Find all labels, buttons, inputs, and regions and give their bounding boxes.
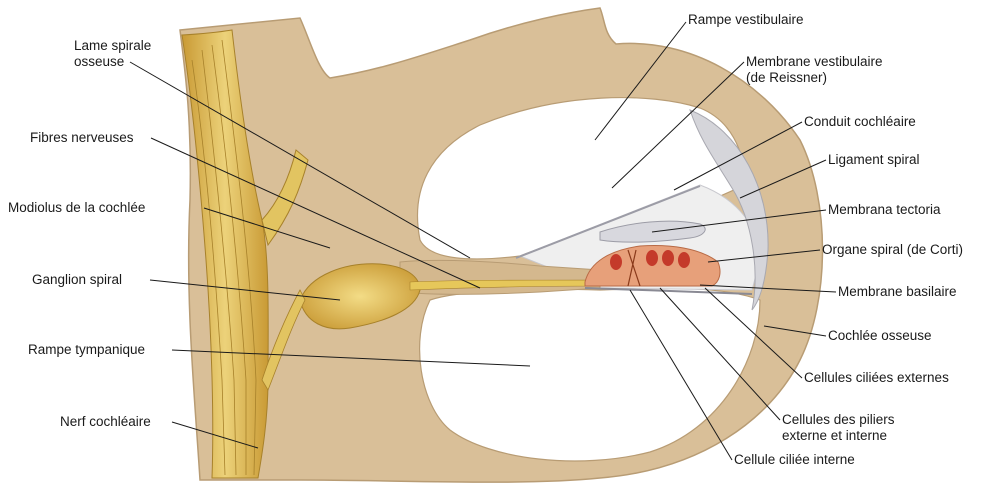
label-lame-spirale-line1: Lame spirale [74, 38, 151, 53]
label-nerf-cochleaire: Nerf cochléaire [60, 414, 151, 429]
label-membrane-vestibulaire-line2: (de Reissner) [746, 70, 827, 85]
label-cellules-piliers-line2: externe et interne [782, 428, 887, 443]
label-cochlee-osseuse: Cochlée osseuse [828, 328, 932, 343]
label-conduit-cochleaire: Conduit cochléaire [804, 114, 916, 129]
label-ligament-spiral: Ligament spiral [828, 152, 920, 167]
label-modiolus: Modiolus de la cochlée [8, 200, 145, 215]
label-rampe-tympanique: Rampe tympanique [28, 342, 145, 357]
label-membrane-basilaire: Membrane basilaire [838, 284, 957, 299]
label-cellules-piliers-line1: Cellules des piliers [782, 412, 895, 427]
label-ganglion-spiral: Ganglion spiral [32, 272, 122, 287]
label-cellule-ciliee-interne: Cellule ciliée interne [734, 452, 855, 467]
label-membrana-tectoria: Membrana tectoria [828, 202, 941, 217]
label-membrane-vestibulaire-line1: Membrane vestibulaire [746, 54, 883, 69]
label-cellules-ciliees-externes: Cellules ciliées externes [804, 370, 949, 385]
label-rampe-vestibulaire: Rampe vestibulaire [688, 12, 804, 27]
label-lame-spirale-line2: osseuse [74, 54, 124, 69]
label-fibres-nerveuses: Fibres nerveuses [30, 130, 134, 145]
label-organe-spiral: Organe spiral (de Corti) [822, 242, 963, 257]
